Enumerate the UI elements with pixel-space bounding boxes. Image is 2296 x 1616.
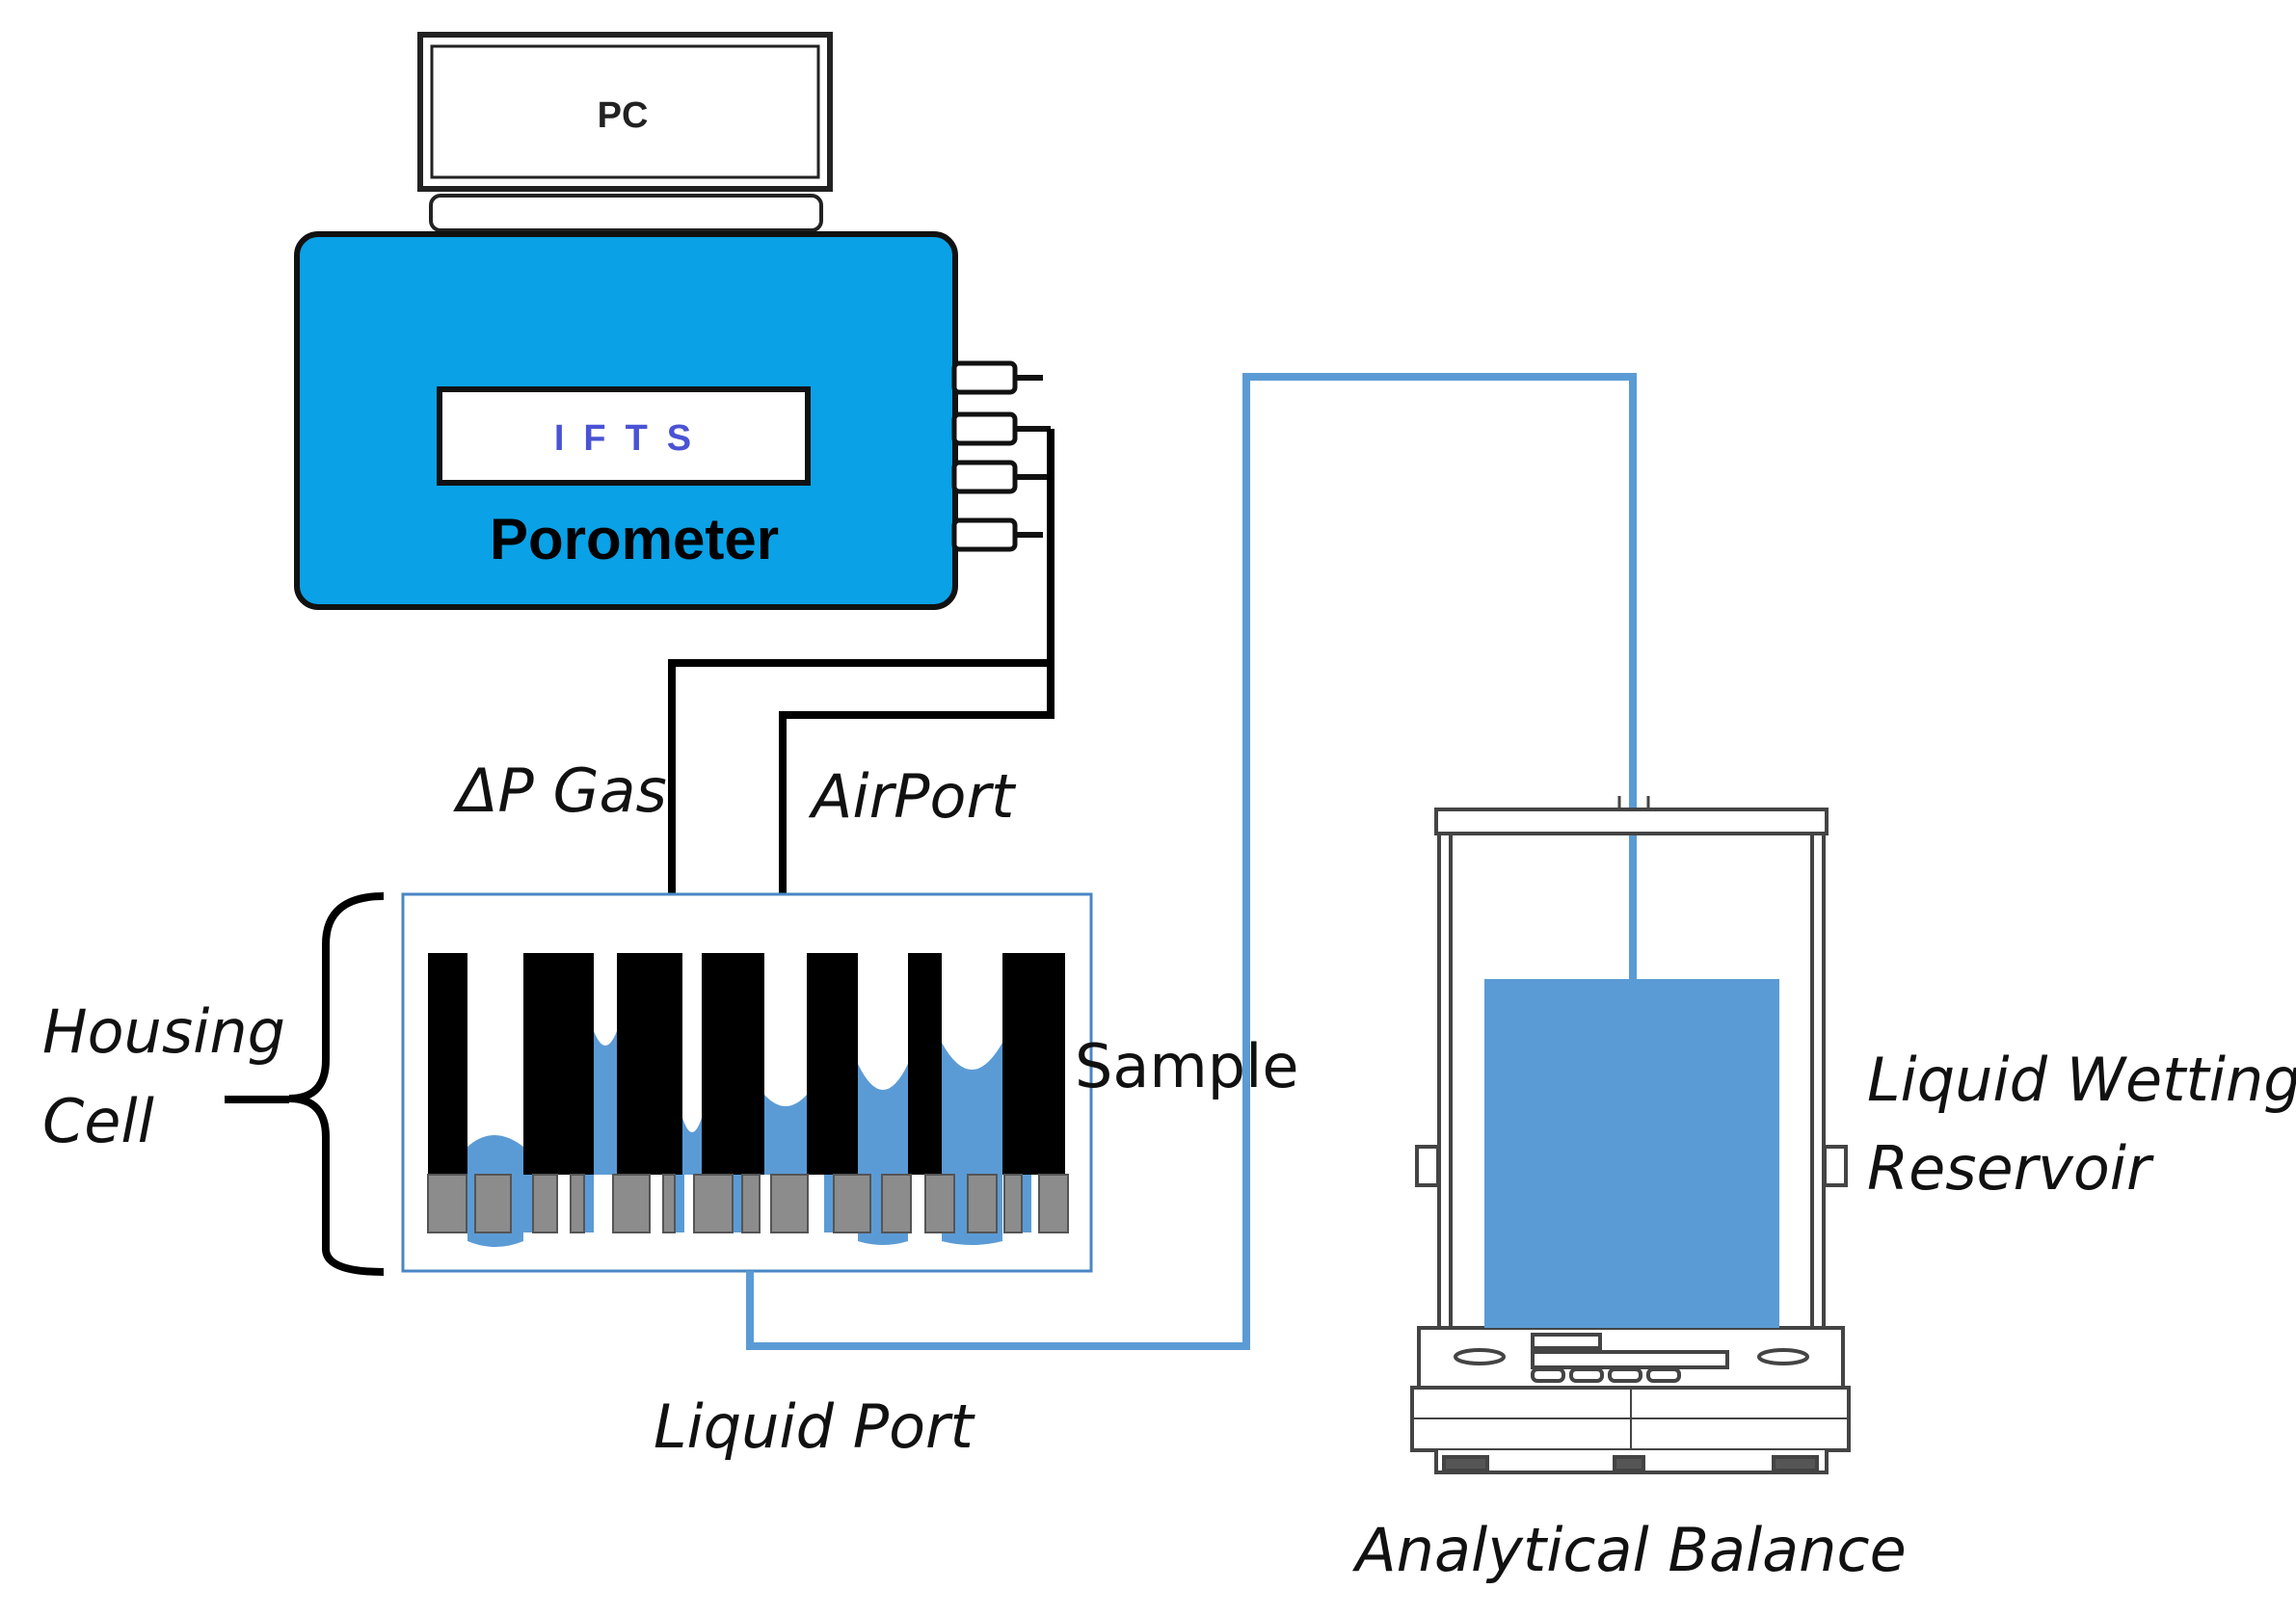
sample-label: Sample — [1075, 1031, 1298, 1101]
analytical-balance-label: Analytical Balance — [1351, 1515, 1906, 1585]
support-frit — [427, 1174, 1069, 1233]
pc-monitor: PC — [417, 32, 833, 232]
analytical-balance — [1410, 796, 1851, 1474]
housing-cell-label-line1: Housing — [42, 996, 285, 1067]
reservoir-label-line2: Reservoir — [1867, 1133, 2154, 1204]
porometer-unit: IFTS Porometer — [294, 231, 1054, 610]
porometer-display — [437, 386, 811, 486]
liquid-port-label: Liquid Port — [654, 1391, 976, 1462]
gas-lines — [668, 429, 1055, 894]
delta-p-gas-line — [668, 429, 1055, 894]
housing-cell — [401, 892, 1093, 1273]
porometer-display-text: IFTS — [554, 418, 710, 459]
delta-p-gas-label: ΔP Gas — [453, 755, 667, 826]
porometer-connectors — [951, 360, 1018, 552]
liquid-line — [746, 373, 1637, 1350]
porometer-label: Porometer — [490, 507, 779, 571]
airport-line — [779, 663, 1055, 894]
sample-pillars — [428, 953, 1065, 1175]
reservoir-label-line1: Liquid Wetting — [1867, 1045, 2296, 1115]
airport-label: AirPort — [808, 761, 1017, 832]
housing-cell-brace — [288, 892, 385, 1276]
pc-label: PC — [598, 95, 649, 136]
liquid-wetting-reservoir — [1484, 979, 1779, 1328]
housing-cell-label-line2: Cell — [42, 1086, 154, 1156]
